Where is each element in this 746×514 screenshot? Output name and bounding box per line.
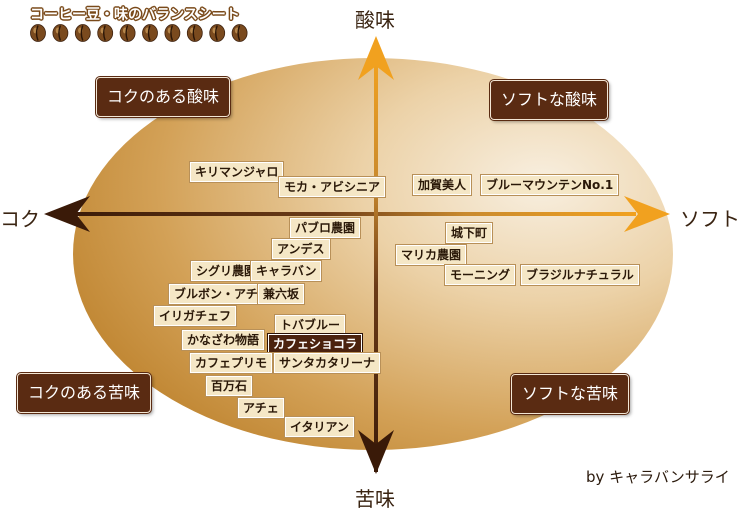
bean-label: マリカ農園 (396, 245, 467, 265)
credit-text: by キャラバンサライ (586, 468, 730, 486)
bean-label: キャラバン (251, 261, 322, 281)
bean-label: シグリ農園 (191, 261, 262, 281)
horizontal-axis (68, 212, 636, 216)
bean-label: サンタカタリーナ (274, 353, 381, 373)
bean-label: 城下町 (446, 223, 493, 243)
quadrant-soft-bitterness: ソフトな苦味 (509, 373, 631, 415)
coffee-bean-icon (119, 24, 136, 42)
bean-label: キリマンジャロ (190, 162, 284, 182)
quadrant-rich-bitterness: コクのある苦味 (15, 372, 153, 414)
arrow-up-icon (358, 36, 394, 80)
bean-label: アチェ (238, 398, 284, 418)
quadrant-soft-acidity: ソフトな酸味 (488, 79, 610, 121)
axis-label-body: コク (0, 207, 40, 231)
bean-label: イリガチェフ (154, 306, 237, 326)
coffee-bean-icon (74, 24, 91, 42)
bean-label: 百万石 (206, 376, 253, 396)
taste-ellipse (73, 58, 673, 450)
bean-label: イタリアン (285, 417, 355, 437)
bean-label: ブルーマウンテンNo.1 (481, 175, 619, 195)
bean-label-highlight: カフェショコラ (268, 334, 363, 354)
quadrant-rich-acidity: コクのある酸味 (94, 76, 232, 118)
coffee-bean-icon (30, 24, 46, 42)
coffee-bean-row (30, 24, 248, 42)
coffee-bean-icon (142, 24, 158, 42)
bean-label: アンデス (272, 239, 330, 259)
bean-label: 兼六坂 (258, 284, 305, 304)
coffee-bean-icon (231, 24, 248, 42)
axis-label-bitterness: 苦味 (355, 487, 395, 511)
axis-label-soft: ソフト (680, 207, 740, 231)
coffee-bean-icon (97, 24, 114, 42)
bean-label: パブロ農園 (290, 218, 361, 238)
bean-label: ブラジルナチュラル (521, 265, 639, 285)
bean-label: モカ・アビシニア (279, 177, 386, 197)
coffee-bean-icon (209, 24, 226, 42)
chart-title: コーヒー豆・味のバランスシート (30, 7, 240, 23)
coffee-bean-icon (164, 24, 181, 42)
coffee-bean-icon (52, 24, 69, 42)
bean-label: ブルボン・アチ (169, 284, 263, 304)
vertical-axis (374, 60, 378, 472)
axis-label-acidity: 酸味 (355, 8, 395, 32)
arrow-right-icon (624, 196, 670, 232)
bean-label: かなざわ物語 (182, 330, 265, 350)
bean-label: 加賀美人 (413, 175, 472, 195)
bean-label: トバブルー (275, 315, 346, 335)
bean-label: カフェプリモ (190, 353, 273, 373)
arrow-down-icon (358, 430, 394, 474)
bean-label: モーニング (445, 265, 516, 285)
arrow-left-icon (44, 196, 90, 232)
coffee-bean-icon (186, 24, 203, 42)
